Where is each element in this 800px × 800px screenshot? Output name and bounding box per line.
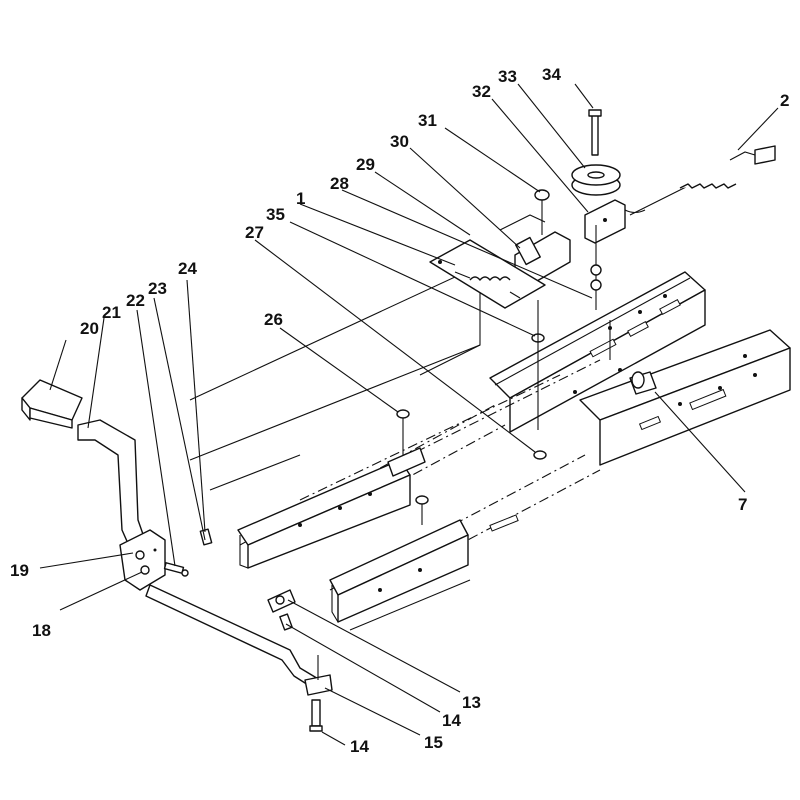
callout-26: 26 (264, 310, 283, 329)
callout-18: 18 (32, 621, 51, 640)
clip-24 (199, 528, 213, 546)
callout-13: 13 (462, 693, 481, 712)
callout-34: 34 (542, 65, 561, 84)
callout-28: 28 (330, 174, 349, 193)
nut-center (415, 495, 429, 525)
bracket-29 (584, 199, 626, 244)
pedal-arm-21 (77, 419, 146, 549)
callout-7: 7 (738, 495, 747, 514)
callout-31: 31 (418, 111, 437, 130)
bracket-30 (499, 214, 571, 286)
callout-20: 20 (80, 319, 99, 338)
bolt-14-upper (279, 613, 293, 631)
callout-22: 22 (126, 291, 145, 310)
callout-27: 27 (245, 223, 264, 242)
frame-rail-stub-left (237, 459, 411, 569)
callout-35: 35 (266, 205, 285, 224)
callout-21: 21 (102, 303, 121, 322)
callout-30: 30 (390, 132, 409, 151)
strap-15 (304, 655, 333, 696)
callout-19: 19 (10, 561, 29, 580)
cable-2 (624, 145, 776, 216)
clamp-13 (267, 589, 296, 613)
pulley-33 (571, 164, 621, 196)
frame-rail-rear (489, 271, 706, 433)
callout-1: 1 (296, 189, 305, 208)
bracket-26 (387, 409, 426, 477)
pedal-bracket-19 (119, 529, 166, 591)
plate-28 (429, 239, 546, 309)
bolt-34 (588, 109, 602, 156)
callout-14-upper: 14 (442, 711, 461, 730)
spring-1 (454, 271, 521, 299)
bolt-stack (590, 225, 602, 310)
callout-24: 24 (178, 259, 197, 278)
leaders (39, 83, 779, 746)
callout-33: 33 (498, 67, 517, 86)
callout-2: 2 (780, 91, 789, 110)
callout-labels: 34 33 32 2 31 30 29 28 1 35 27 24 23 22 … (10, 65, 789, 756)
rod-7 (609, 320, 657, 395)
callout-15: 15 (424, 733, 443, 752)
callout-32: 32 (472, 82, 491, 101)
nut-31 (534, 189, 550, 235)
callout-29: 29 (356, 155, 375, 174)
frame-rail-stub-right (329, 514, 519, 623)
callout-23: 23 (148, 279, 167, 298)
pin-22 (163, 562, 189, 577)
nut-27 (533, 450, 547, 460)
bolt-14-lower (309, 699, 323, 732)
frame-rail-front (579, 329, 791, 466)
pedal-pad-20 (21, 379, 83, 429)
callout-14-lower: 14 (350, 737, 369, 756)
